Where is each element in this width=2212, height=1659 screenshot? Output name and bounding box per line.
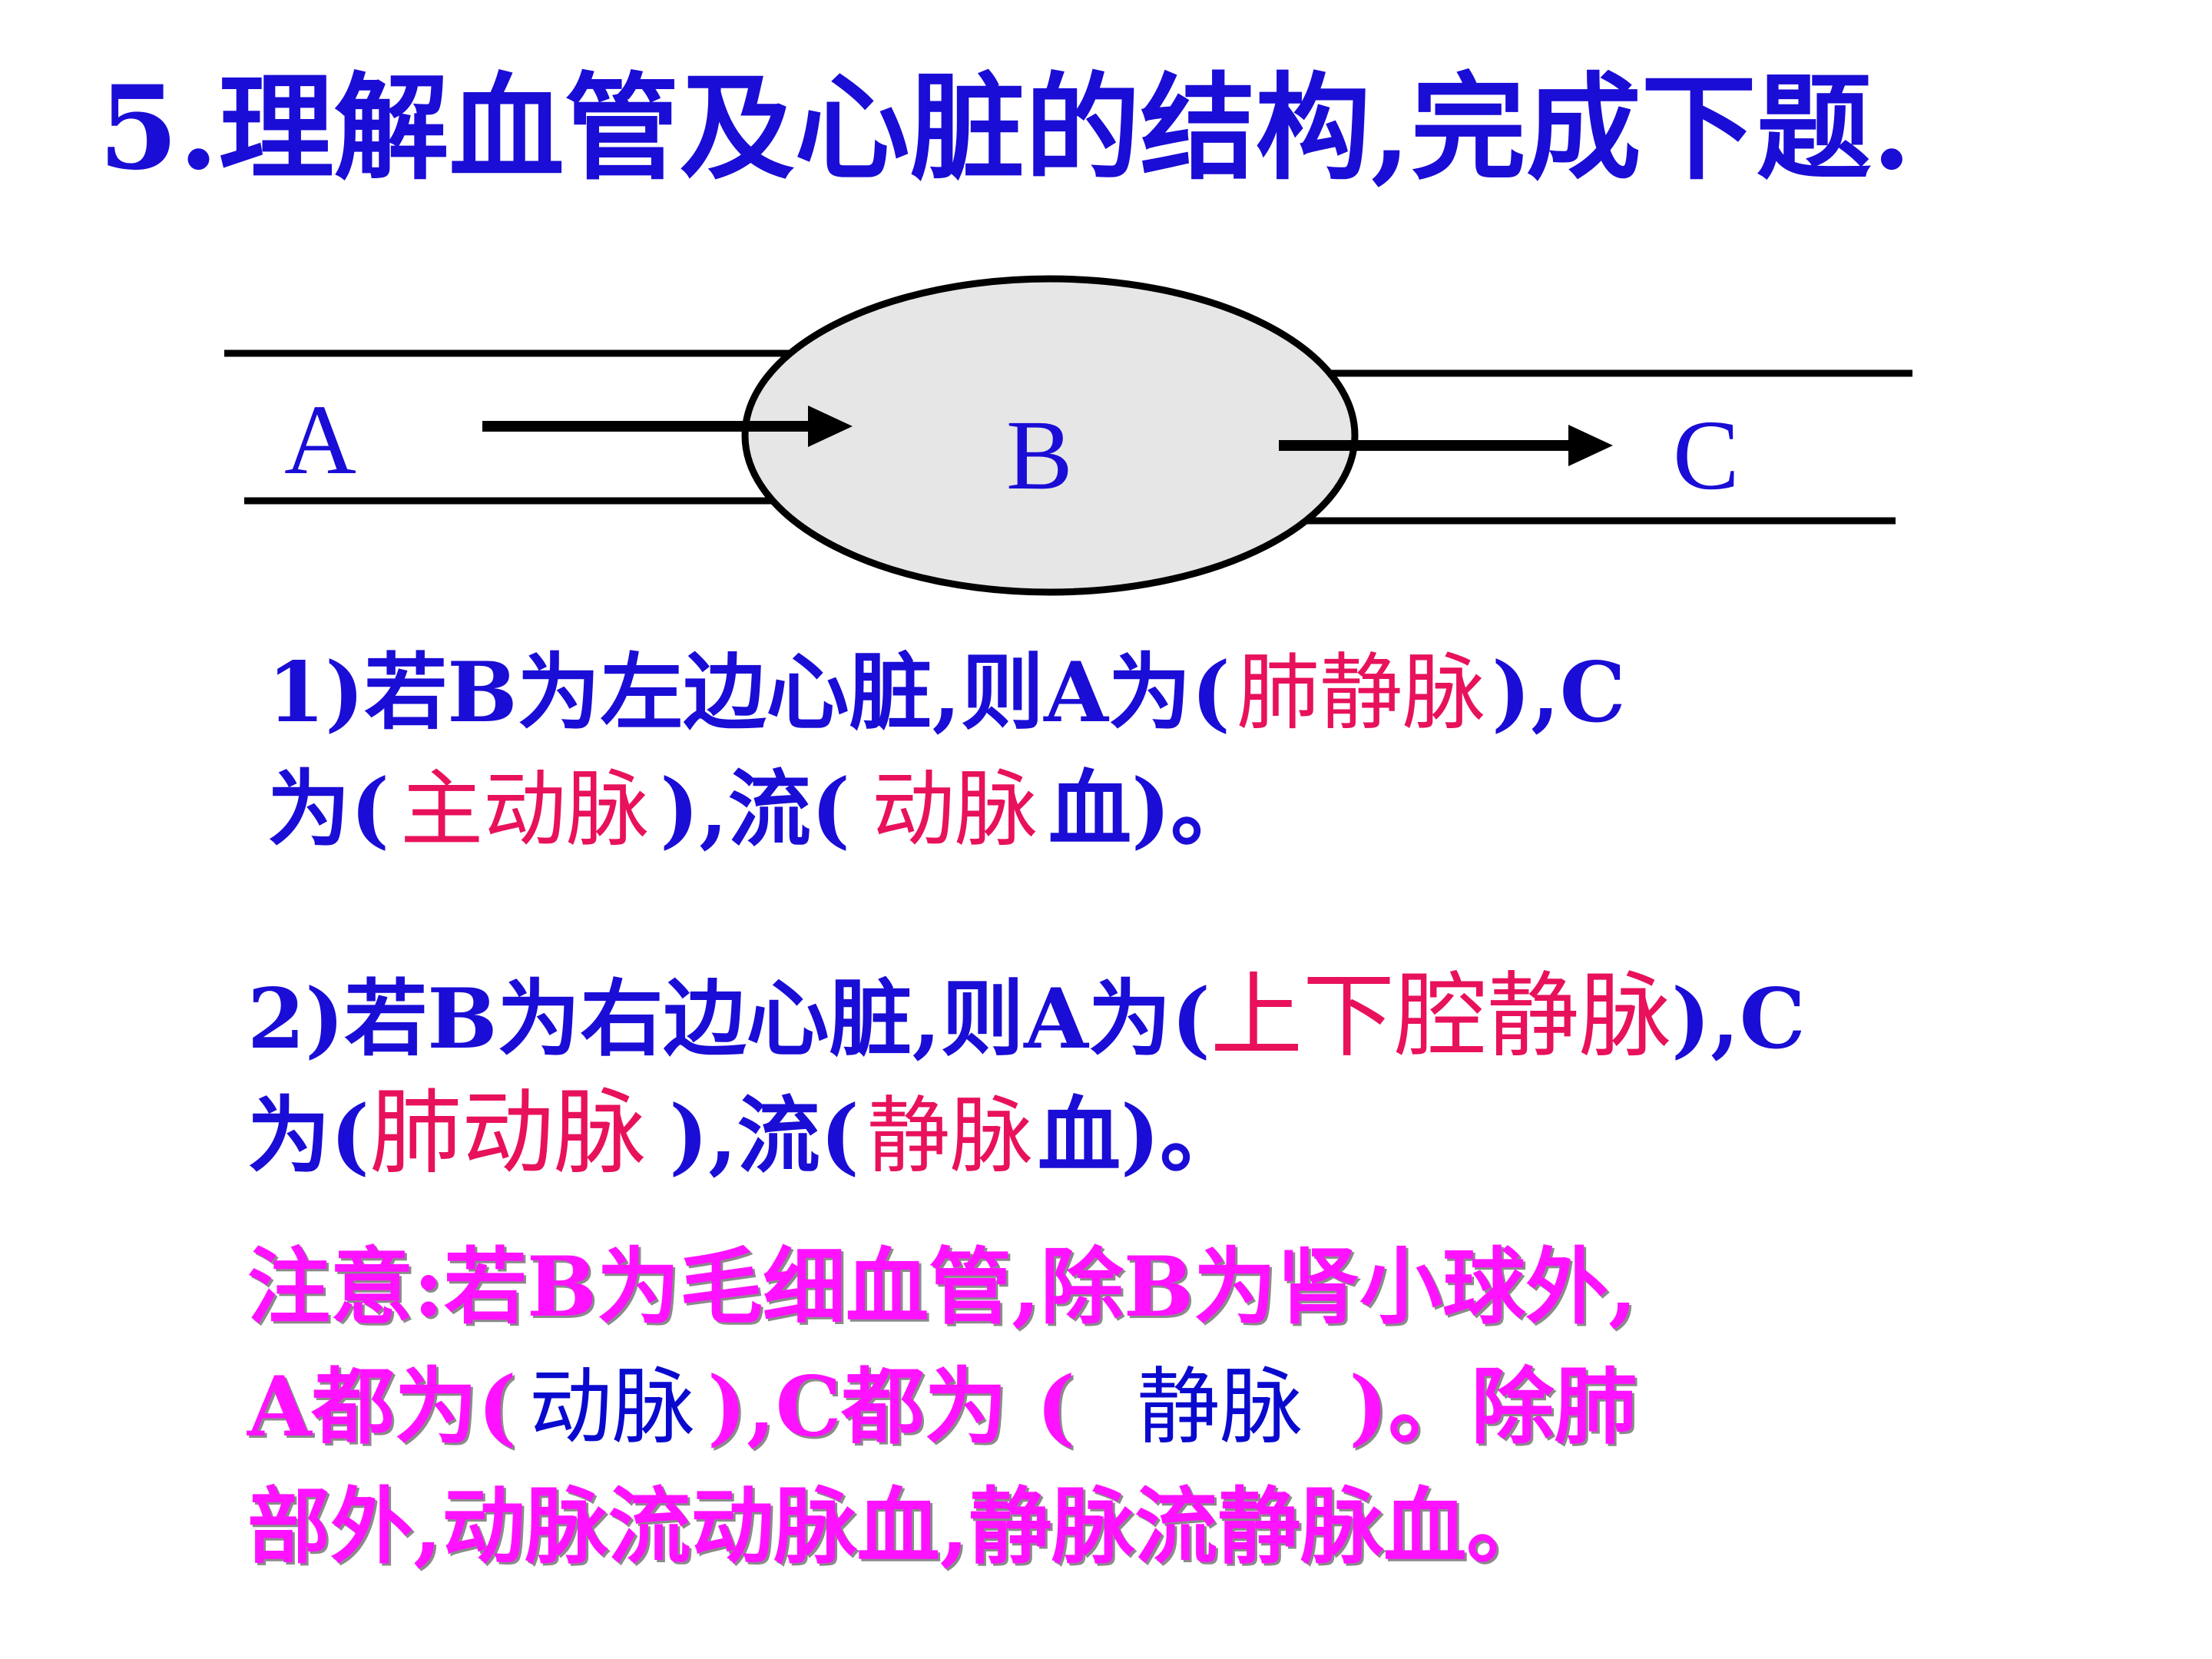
arrow-c-head [1568, 425, 1613, 466]
label-c: C [1673, 400, 1740, 511]
arrow-a-head [808, 406, 853, 447]
question1-line2: 为(主动脉),流(动脉血)。 [267, 768, 1253, 852]
page-title: 5.理解血管及心脏的结构,完成下题. [98, 61, 1912, 196]
question1-line2-prefix: 为( [267, 761, 390, 858]
question1-answer-c: 主动脉 [400, 762, 650, 858]
note-line3: 部外,动脉流动脉血,静脉流静脉血。 [247, 1479, 1550, 1575]
note-line1: 注意:若B为毛细血管,除B为肾小球外, [247, 1239, 1637, 1336]
note-line2-suffix: )。除肺 [1349, 1359, 1637, 1455]
label-a: A [284, 385, 356, 495]
question1-answer-a: 肺静脉 [1237, 645, 1486, 741]
question2-answer-c: 肺动脉 [369, 1080, 647, 1187]
question1-line2-middle: ),流( [660, 761, 850, 858]
note-line2-middle: ),C都为 ( [707, 1359, 1076, 1455]
question1-answer-blood: 动脉 [871, 762, 1038, 858]
question2-line1-prefix: 2)若B为右边心脏,则A为( [247, 971, 1211, 1068]
question2-line2-suffix: 血)。 [1037, 1088, 1243, 1184]
question2-line2: 为(肺动脉),流(静脉血)。 [247, 1088, 1243, 1180]
note-line2: A都为(动脉),C都为 (静脉)。除肺 [247, 1366, 1637, 1449]
question2-line2-middle: ),流( [669, 1088, 859, 1184]
heart-b-ellipse [741, 275, 1359, 596]
question1-line1-suffix: ),C [1492, 644, 1626, 741]
question2-answer-a: 上下腔静脉 [1210, 963, 1672, 1070]
note-answer-a: 动脉 [528, 1359, 695, 1455]
note-answer-c: 静脉 [1137, 1359, 1303, 1455]
question1-line2-suffix: 血)。 [1048, 761, 1254, 858]
question2-line1: 2)若B为右边心脏,则A为(上下腔静脉),C [247, 971, 1806, 1063]
question1-line1: 1)若B为左边心脏,则A为(肺静脉),C [267, 651, 1626, 735]
question2-line2-prefix: 为( [247, 1088, 370, 1184]
question2-line1-suffix: ),C [1671, 971, 1806, 1068]
question1-line1-prefix: 1)若B为左边心脏,则A为( [267, 644, 1231, 741]
note-line2-prefix: A都为( [247, 1359, 517, 1455]
label-b: B [1006, 400, 1073, 511]
question2-answer-blood: 静脉 [866, 1088, 1033, 1184]
